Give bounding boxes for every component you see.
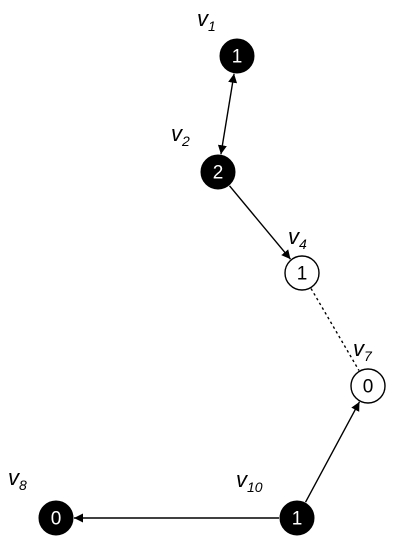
node-circle-v10 bbox=[279, 500, 315, 536]
node-v10: 1 v10 bbox=[236, 467, 315, 536]
node-label-subscript-v1: 1 bbox=[208, 18, 216, 34]
node-circle-v7 bbox=[350, 368, 386, 404]
node-label-name-v2: v bbox=[171, 121, 184, 146]
node-value-v4: 1 bbox=[297, 264, 308, 285]
node-value-v1: 1 bbox=[232, 47, 243, 68]
node-label-subscript-v8: 8 bbox=[19, 477, 27, 493]
node-label-name-v7: v bbox=[353, 336, 366, 361]
edge-v1-v2 bbox=[217, 73, 238, 155]
edge-v2-v4 bbox=[228, 185, 292, 260]
node-circle-v4 bbox=[284, 255, 320, 291]
node-value-v2: 2 bbox=[213, 163, 224, 184]
node-value-v7: 0 bbox=[363, 377, 374, 398]
node-circle-v2 bbox=[200, 154, 236, 190]
node-v7: 0 v7 bbox=[350, 336, 386, 404]
node-label-name-v10: v bbox=[236, 467, 249, 492]
node-label-subscript-v2: 2 bbox=[181, 133, 190, 149]
node-label-v4: v4 bbox=[288, 224, 307, 252]
node-label-v8: v8 bbox=[8, 465, 27, 493]
edge-v4-v7 bbox=[310, 288, 360, 371]
node-label-v7: v7 bbox=[353, 336, 373, 364]
node-label-name-v8: v bbox=[8, 465, 21, 490]
node-label-v2: v2 bbox=[171, 121, 190, 149]
node-v8: 0 v8 bbox=[8, 465, 74, 536]
node-circle-v8 bbox=[38, 500, 74, 536]
node-label-name-v4: v bbox=[288, 224, 301, 249]
node-label-subscript-v4: 4 bbox=[299, 236, 307, 252]
node-label-subscript-v10: 10 bbox=[247, 479, 263, 495]
node-v4: 1 v4 bbox=[284, 224, 320, 291]
node-label-subscript-v7: 7 bbox=[364, 348, 373, 364]
node-label-name-v1: v bbox=[197, 6, 210, 31]
edges-layer bbox=[74, 73, 361, 523]
node-label-v1: v1 bbox=[197, 6, 216, 34]
node-v2: 2v2 bbox=[171, 121, 236, 190]
node-label-v10: v10 bbox=[236, 467, 263, 495]
node-value-v10: 1 bbox=[292, 509, 303, 530]
node-value-v8: 0 bbox=[51, 509, 62, 530]
node-v1: 1v1 bbox=[197, 6, 255, 74]
node-circle-v1 bbox=[219, 38, 255, 74]
edge-v10-v7 bbox=[304, 401, 361, 503]
